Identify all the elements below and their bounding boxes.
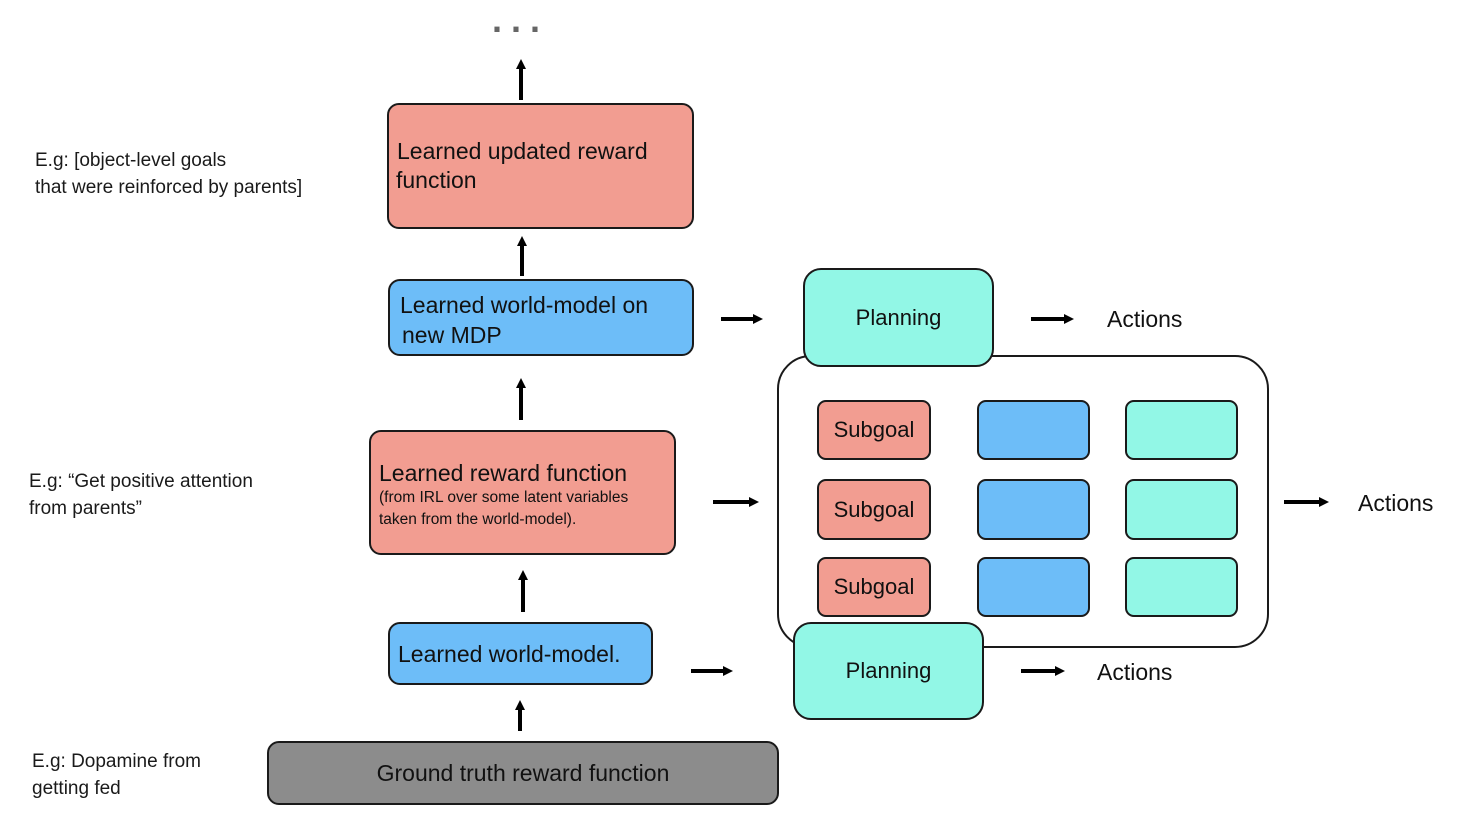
subgoal-world-model-2 <box>977 479 1090 540</box>
planning-top-label: Planning <box>855 304 942 330</box>
actions-top: Actions <box>1107 306 1183 332</box>
reward-fn-sub2: taken from the world-model). <box>379 511 577 528</box>
subgoal-box-1: Subgoal <box>817 400 931 460</box>
note-bottom-line2: getting fed <box>32 778 121 799</box>
world-model-box: Learned world-model. <box>388 622 653 685</box>
note-top-line1: E.g: [object-level goals <box>35 150 227 171</box>
world-model-label: Learned world-model. <box>398 641 621 667</box>
subgoal-planning-3 <box>1125 557 1238 617</box>
reward-fn-sub1: (from IRL over some latent variables <box>379 489 629 506</box>
subgoal-label-2: Subgoal <box>833 496 915 522</box>
subgoal-world-model-1 <box>977 400 1090 460</box>
reward-fn-title: Learned reward function <box>379 460 628 486</box>
subgoal-planning-1 <box>1125 400 1238 460</box>
updated-reward-line2: function <box>396 167 477 193</box>
note-middle-line2: from parents” <box>29 498 142 519</box>
ground-truth-box: Ground truth reward function <box>267 741 779 805</box>
subgoal-label-3: Subgoal <box>833 574 915 599</box>
subgoal-planning-2 <box>1125 479 1238 540</box>
planning-bottom-box: Planning <box>793 622 984 720</box>
subgoal-box-2: Subgoal <box>817 479 931 540</box>
note-middle-line1: E.g: “Get positive attention <box>29 471 253 492</box>
updated-reward-box: Learned updated reward function <box>387 103 694 229</box>
world-model-new-line1: Learned world-model on <box>400 292 649 318</box>
actions-bottom: Actions <box>1097 659 1173 685</box>
ground-truth-label: Ground truth reward function <box>376 759 670 786</box>
subgoal-world-model-3 <box>977 557 1090 617</box>
planning-top-box: Planning <box>803 268 994 367</box>
reward-fn-box: Learned reward function (from IRL over s… <box>369 430 676 555</box>
planning-bottom-label: Planning <box>845 658 932 683</box>
note-bottom-line1: E.g: Dopamine from <box>32 751 201 772</box>
top-ellipsis: ... <box>492 0 550 40</box>
subgoal-label-1: Subgoal <box>833 417 915 442</box>
world-model-new-line2: new MDP <box>402 322 502 348</box>
actions-middle: Actions <box>1358 490 1434 516</box>
subgoal-box-3: Subgoal <box>817 557 931 617</box>
world-model-new-box: Learned world-model on new MDP <box>388 279 694 356</box>
updated-reward-line1: Learned updated reward <box>397 138 648 164</box>
note-top-line2: that were reinforced by parents] <box>35 177 303 198</box>
